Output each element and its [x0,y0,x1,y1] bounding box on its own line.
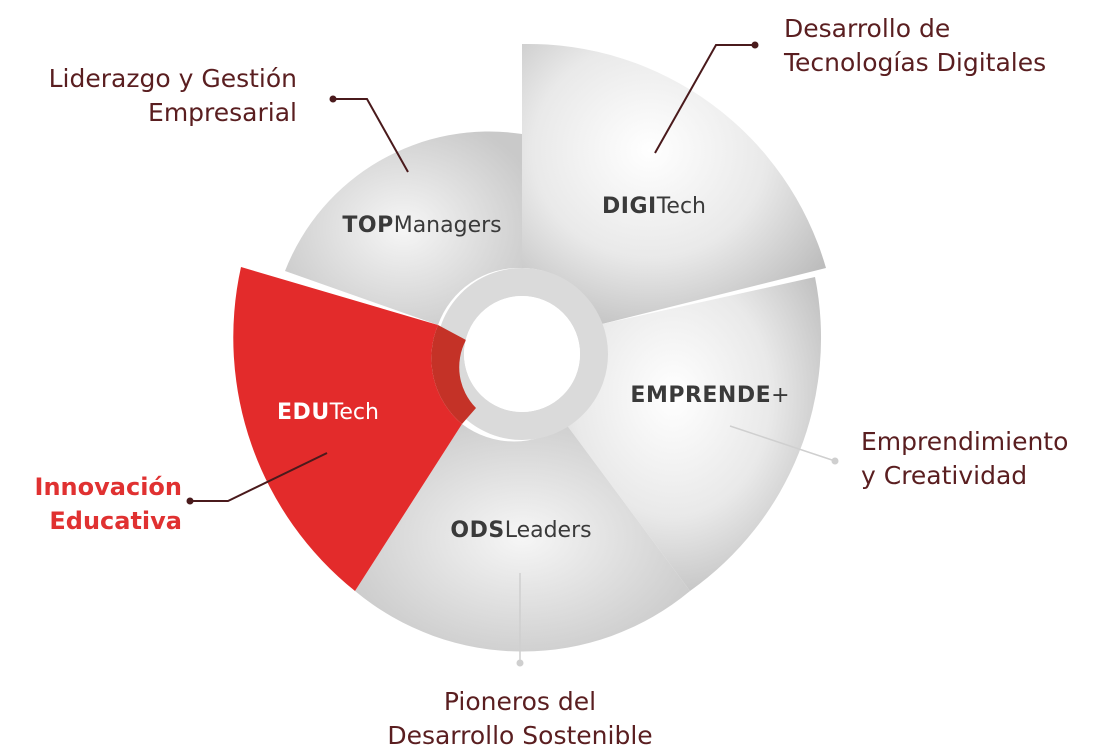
leader-line-odsleaders [516,573,524,667]
segment-edutech[interactable] [233,267,462,591]
segment-topmanagers[interactable] [285,131,522,325]
segment-label-edutech: EDUTech [277,400,379,425]
leader-line-edutech [186,452,328,505]
segment-digitech[interactable] [522,43,826,324]
segment-label-topmanagers: TOPManagers [342,213,501,238]
leader-line-emprende [729,425,839,465]
leader-line-digitech [654,41,759,154]
inner-ring-active-arc [431,325,476,424]
caption-emprende: Emprendimiento y Creatividad [861,427,1069,490]
leader-line-topmanagers [329,95,409,173]
segment-label-odsleaders: ODSLeaders [450,518,591,543]
segment-label-digitech: DIGITech [602,194,706,219]
segment-odsleaders[interactable] [355,424,690,652]
segment-emprende[interactable] [566,277,822,591]
caption-odsleaders: Pioneros del Desarrollo Sostenible [387,687,653,750]
caption-edutech: Innovación Educativa [34,473,182,535]
segment-label-emprende: EMPRENDE+ [630,383,789,408]
caption-digitech: Desarrollo de Tecnologías Digitales [784,14,1047,77]
caption-topmanagers: Liderazgo y Gestión Empresarial [48,64,297,127]
center-hole [464,296,580,412]
